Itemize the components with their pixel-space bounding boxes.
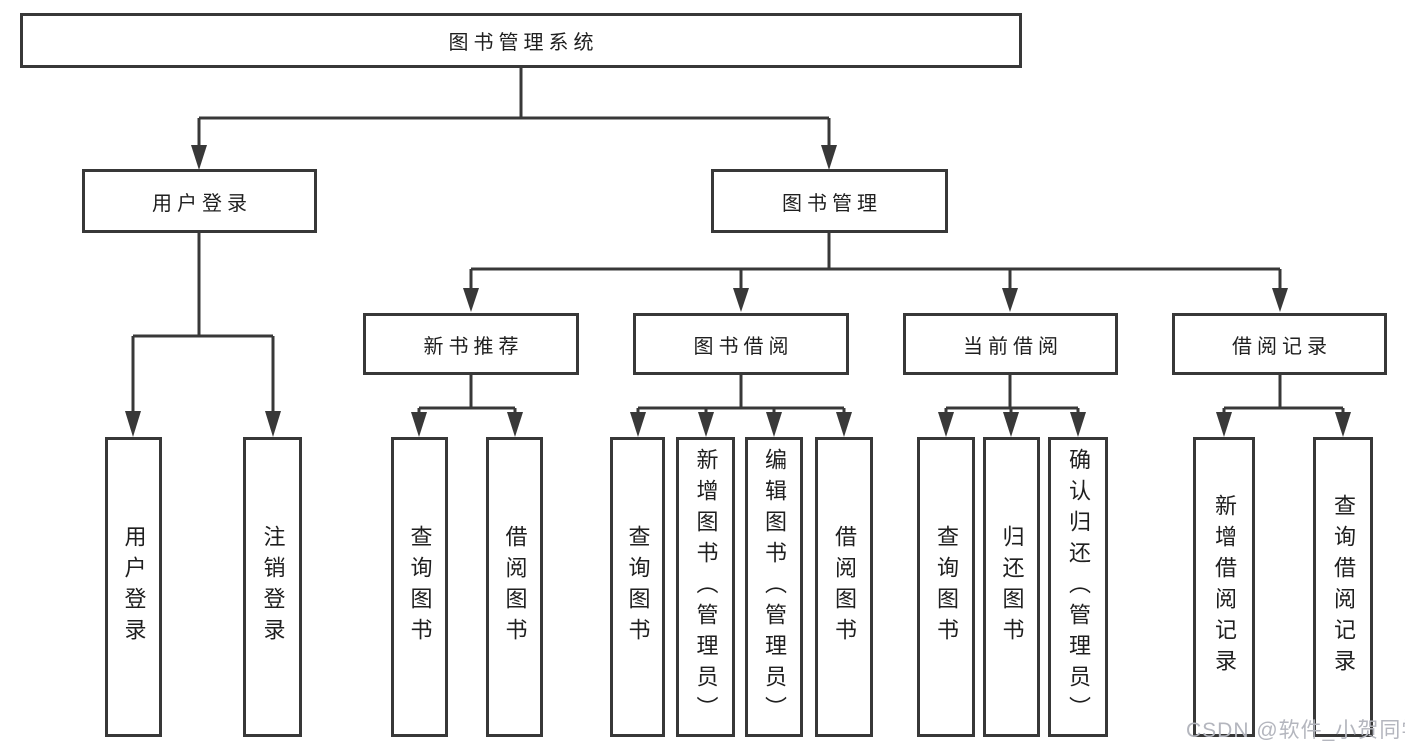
arrowhead-icon (191, 145, 207, 170)
arrowhead-icon (463, 288, 479, 312)
node-label: 借阅图书 (832, 525, 857, 649)
arrowhead-icon (733, 288, 749, 312)
node-label: 图书借阅 (693, 335, 794, 358)
node-label: 查询借阅记录 (1331, 494, 1356, 680)
arrowhead-icon (1003, 412, 1019, 437)
connector-book-management (469, 233, 1282, 290)
node-user-login: 用户登录 (82, 169, 317, 233)
arrowhead-icon (1335, 412, 1351, 437)
connector-new-book-recommend (417, 375, 517, 413)
node-label: 编辑图书（管理员） (762, 447, 787, 727)
node-borrowing-records: 借阅记录 (1172, 313, 1387, 375)
connector-book-borrowing (636, 375, 846, 413)
leaf-br-add-record: 新增借阅记录 (1193, 437, 1255, 737)
arrowhead-icon (821, 145, 837, 170)
leaf-bb-query-books: 查询图书 (610, 437, 665, 737)
node-label: 归还图书 (999, 525, 1025, 649)
node-label: 图书管理 (782, 192, 882, 215)
node-label: 查询图书 (407, 525, 433, 649)
arrowhead-icon (938, 412, 954, 437)
connector-current-borrowing (944, 375, 1080, 413)
leaf-cb-query-books: 查询图书 (917, 437, 975, 737)
node-label: 用户登录 (152, 192, 252, 215)
arrowhead-icon (836, 412, 852, 437)
node-current-borrowing: 当前借阅 (903, 313, 1118, 375)
leaf-user-login: 用户登录 (105, 437, 162, 737)
node-label: 确认归还（管理员） (1066, 447, 1091, 727)
leaf-bb-borrow-books: 借阅图书 (815, 437, 873, 737)
node-label: 查询图书 (625, 525, 651, 649)
leaf-nb-borrow-books: 借阅图书 (486, 437, 543, 737)
node-label: 查询图书 (934, 525, 959, 649)
node-label: 用户登录 (121, 525, 147, 649)
connector-borrowing-records (1222, 375, 1345, 413)
node-new-book-recommend: 新书推荐 (363, 313, 579, 375)
leaf-nb-query-books: 查询图书 (391, 437, 448, 737)
arrowhead-icon (411, 412, 427, 437)
arrowhead-icon (1272, 288, 1288, 312)
leaf-bb-add-books-admin: 新增图书（管理员） (676, 437, 735, 737)
node-label: 新书推荐 (423, 335, 524, 358)
arrowhead-icon (698, 412, 714, 437)
arrowhead-icon (125, 411, 141, 437)
leaf-bb-edit-books-admin: 编辑图书（管理员） (745, 437, 803, 737)
leaf-br-query-record: 查询借阅记录 (1313, 437, 1373, 737)
leaf-cb-return-books: 归还图书 (983, 437, 1040, 737)
node-book-management: 图书管理 (711, 169, 948, 233)
node-label: 图书管理系统 (448, 32, 599, 54)
arrowhead-icon (507, 412, 523, 437)
node-label: 新增借阅记录 (1212, 494, 1237, 680)
leaf-logout: 注销登录 (243, 437, 302, 737)
connector-user-login (131, 233, 275, 412)
csdn-watermark: CSDN @软件_小贺同学 (1186, 719, 1405, 742)
arrowhead-icon (630, 412, 646, 437)
node-label: 新增图书（管理员） (693, 447, 719, 727)
arrowhead-icon (1216, 412, 1232, 437)
leaf-cb-confirm-return-admin: 确认归还（管理员） (1048, 437, 1108, 737)
arrowhead-icon (1002, 288, 1018, 312)
node-book-borrowing: 图书借阅 (633, 313, 849, 375)
arrowhead-icon (766, 412, 782, 437)
connector-root (197, 68, 831, 147)
arrowhead-icon (265, 411, 281, 437)
arrowhead-icon (1070, 412, 1086, 437)
node-root: 图书管理系统 (20, 13, 1022, 68)
node-label: 注销登录 (260, 525, 286, 649)
node-label: 借阅记录 (1232, 335, 1332, 358)
node-label: 当前借阅 (963, 335, 1063, 358)
node-label: 借阅图书 (502, 525, 528, 649)
